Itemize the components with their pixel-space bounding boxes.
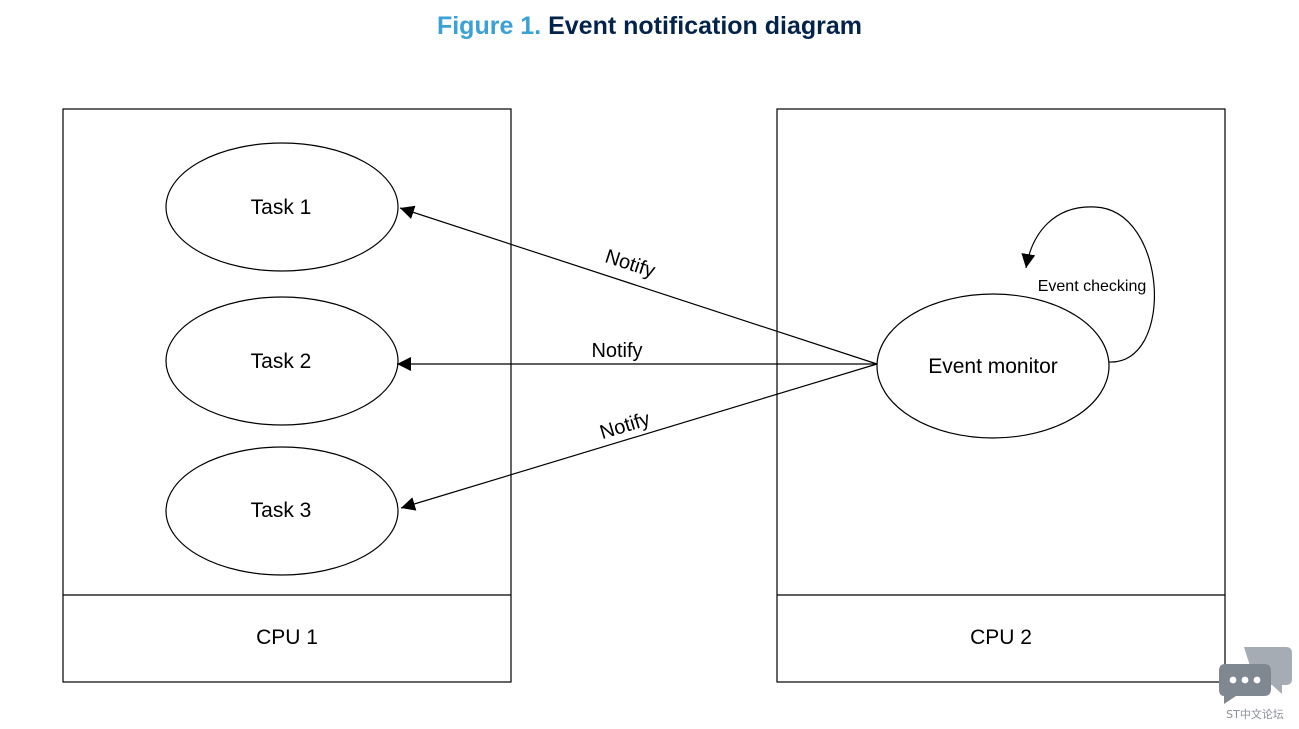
figure-name: Event notification diagram: [548, 12, 863, 40]
notify-arrow-task-3: [400, 363, 878, 511]
event-monitor-ellipse: [876, 293, 1110, 439]
cpu2-block: CPU 2: [776, 108, 1226, 683]
cpu1-box: [62, 108, 512, 683]
event-monitor-node: Event monitor: [876, 293, 1110, 439]
task-2-label: Task 2: [251, 350, 312, 373]
cpu1-block: CPU 1: [62, 108, 512, 683]
chat-bubbles-icon: [1219, 647, 1292, 704]
cpu1-label: CPU 1: [256, 626, 318, 649]
task-1-ellipse: [165, 142, 399, 272]
task-2-node: Task 2: [165, 296, 399, 426]
watermark: ST中文论坛: [1216, 644, 1296, 724]
notify-label-2: Notify: [591, 340, 642, 362]
task-1-node: Task 1: [165, 142, 399, 272]
notify-label-3: Notify: [597, 408, 652, 444]
cpu2-box: [776, 108, 1226, 683]
event-monitor-label: Event monitor: [928, 355, 1058, 378]
task-3-ellipse: [165, 446, 399, 576]
cpu2-label: CPU 2: [970, 626, 1032, 649]
task-3-label: Task 3: [251, 499, 312, 522]
watermark-text: ST中文论坛: [1226, 708, 1284, 721]
task-3-node: Task 3: [165, 446, 399, 576]
event-checking-label: Event checking: [1038, 278, 1147, 295]
figure-number: Figure 1.: [436, 12, 542, 40]
figure-title: Figure 1. Event notification diagram: [0, 12, 1299, 41]
notify-arrow-task-1: [399, 205, 878, 365]
event-checking-loop-arrow: [1021, 206, 1155, 363]
task-1-label: Task 1: [251, 196, 312, 219]
